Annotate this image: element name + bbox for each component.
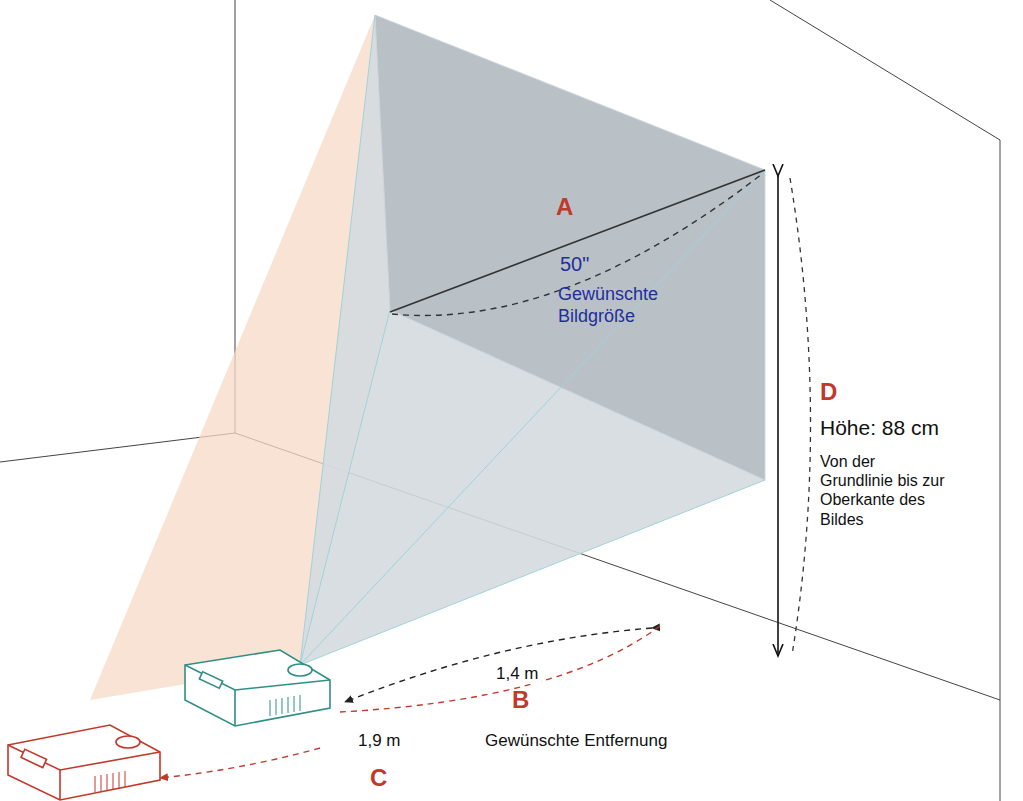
distance-caption: Gewünschte Entfernung <box>485 731 667 751</box>
size-value: 50" <box>560 252 589 276</box>
distance-arc-red <box>340 626 660 712</box>
near-beam <box>300 15 765 665</box>
callout-letter: C <box>370 764 387 793</box>
size-caption: Gewünschte Bildgröße <box>558 284 678 327</box>
room-lines <box>0 0 1000 801</box>
projector-far <box>8 725 160 800</box>
callout-letter: B <box>512 686 529 715</box>
screen <box>375 15 765 480</box>
callout-letter: A <box>556 193 573 222</box>
distance-arrow-far <box>160 748 320 778</box>
distance-arrow-near <box>345 628 652 702</box>
distance-value: 1,9 m <box>356 731 403 751</box>
distance-value: 1,4 m <box>494 664 541 684</box>
beam-edges <box>300 15 765 665</box>
height-value: Höhe: 88 cm <box>818 415 941 440</box>
projector-near <box>185 650 330 726</box>
height-arrow <box>777 176 779 656</box>
height-note: Von der Grundlinie bis zur Oberkante des… <box>818 452 947 529</box>
callout-letter: D <box>820 378 837 407</box>
height-dashed <box>790 178 811 655</box>
